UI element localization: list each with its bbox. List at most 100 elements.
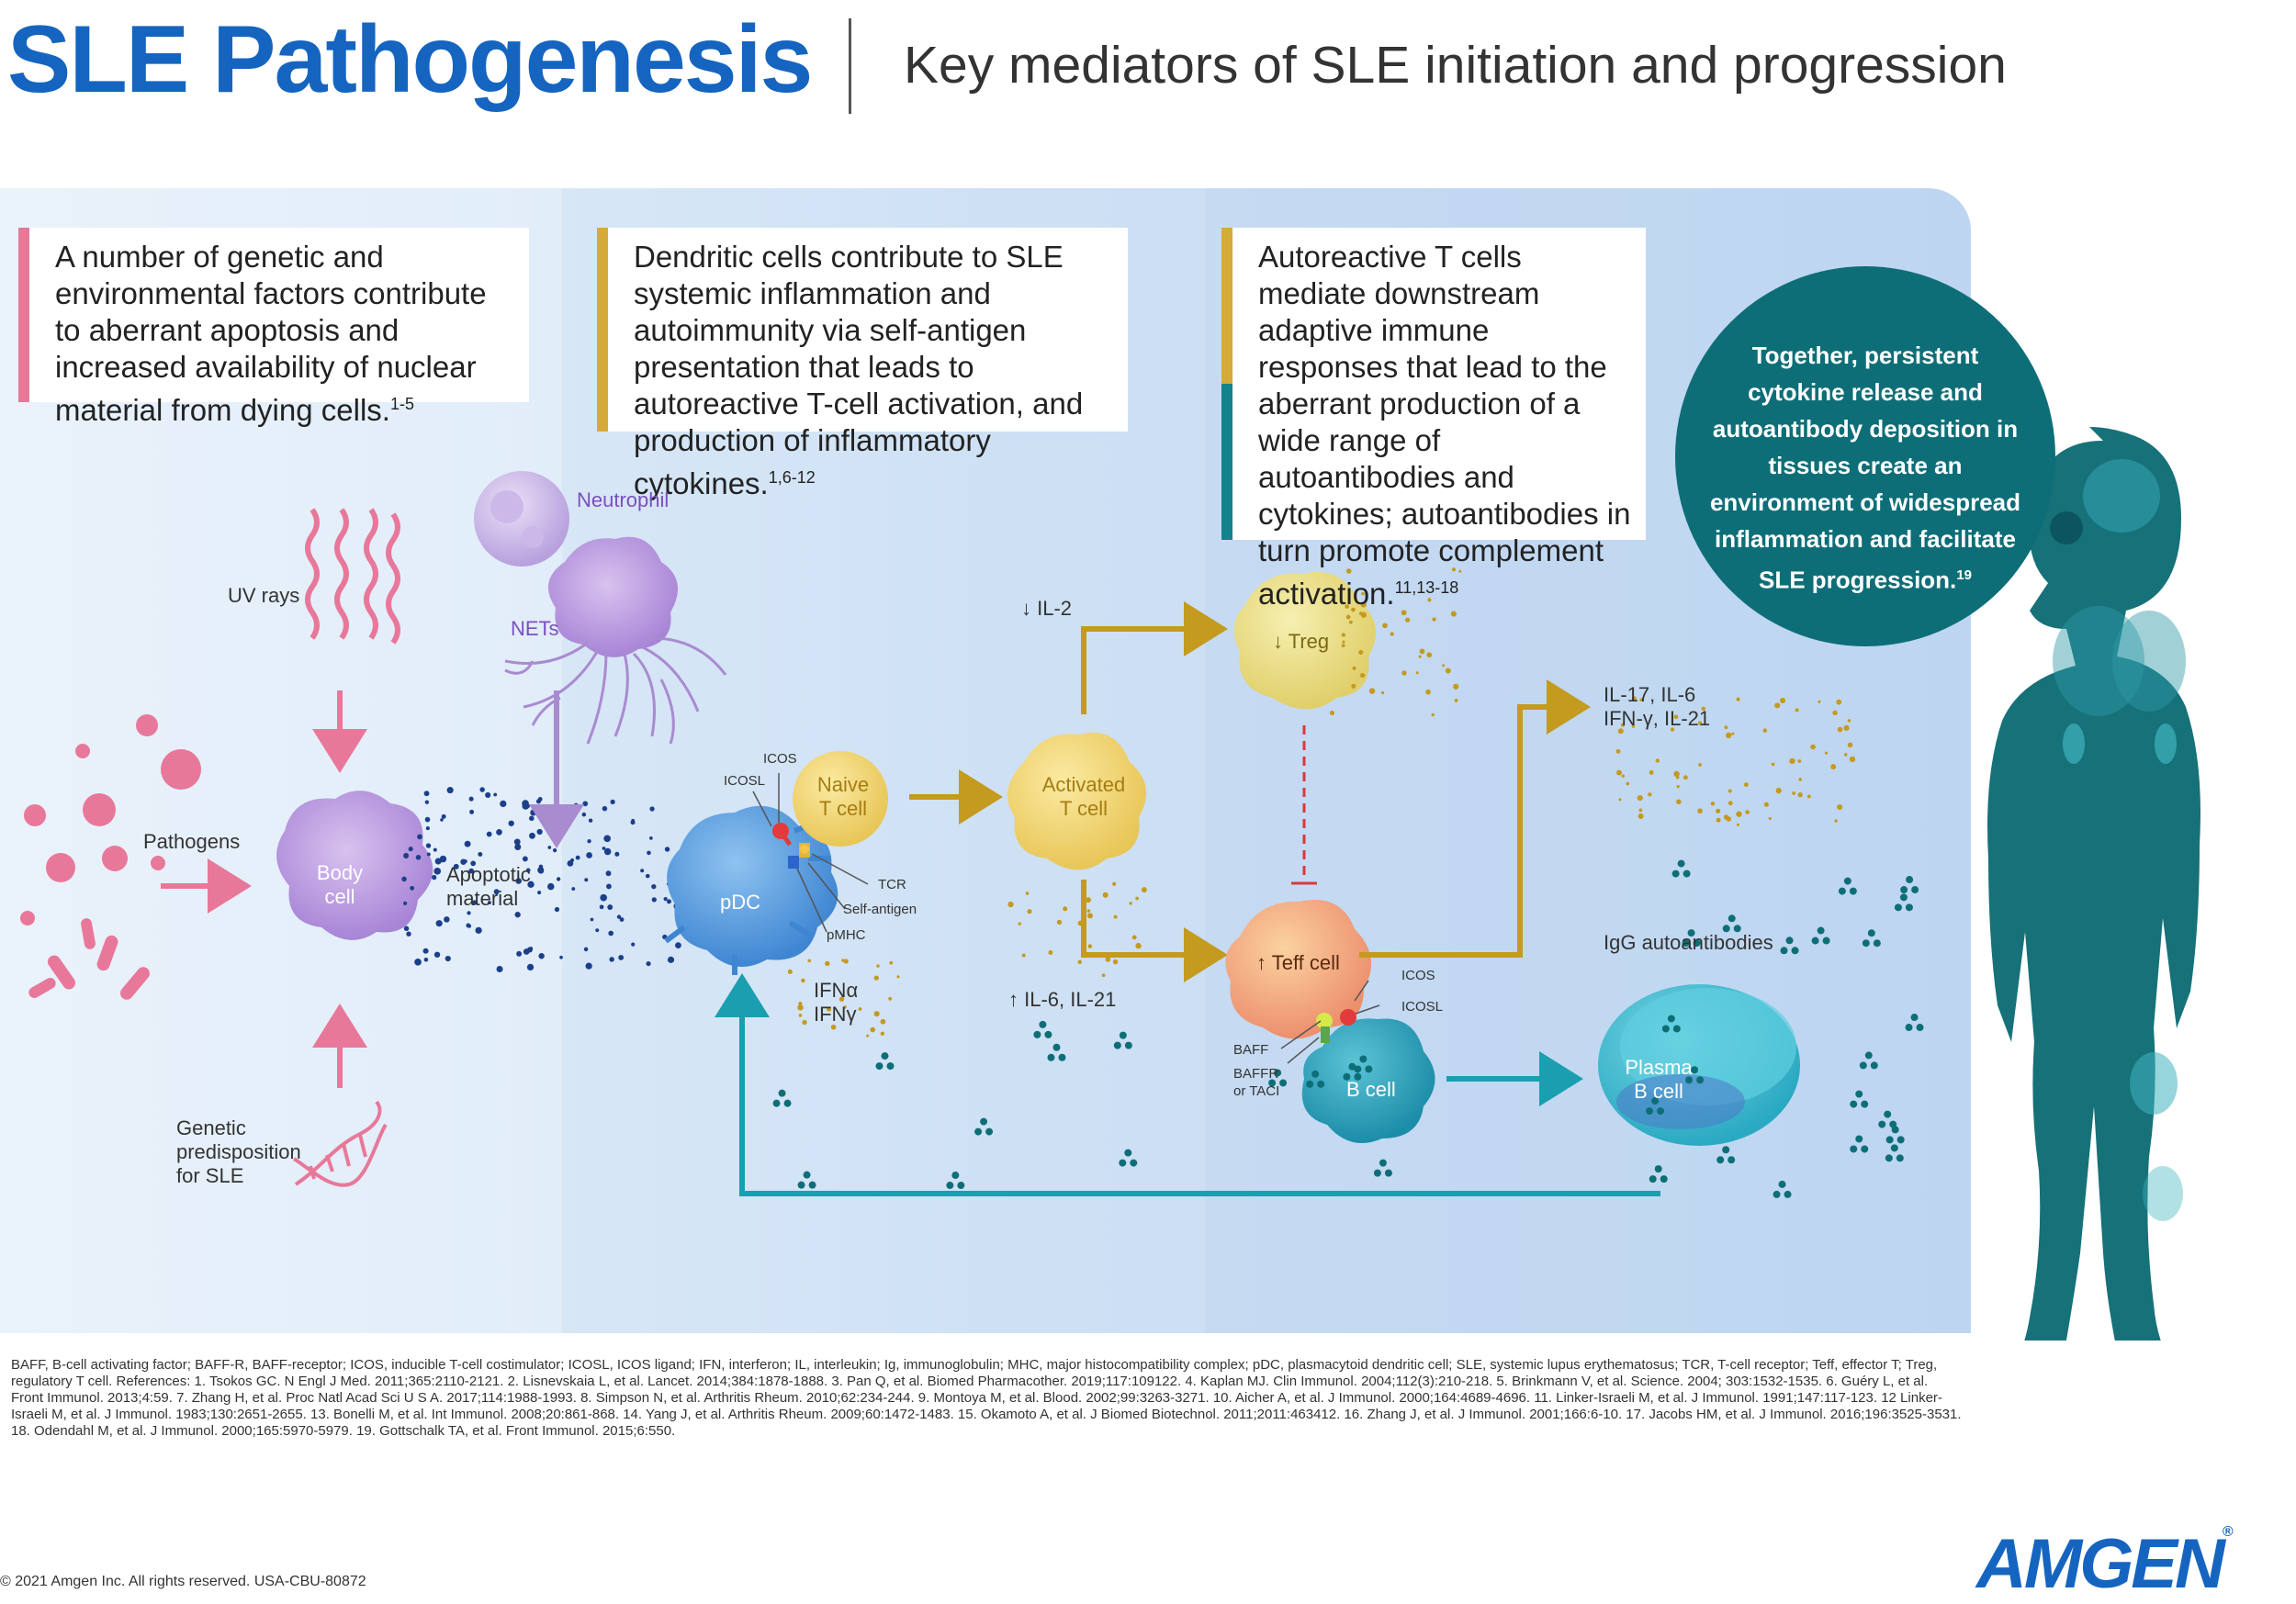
panel-pointer (1971, 643, 2002, 707)
particle-dot (600, 893, 608, 902)
info-box-tcell: Autoreactive T cells mediate downstream … (1221, 228, 1646, 611)
particle-dot (631, 942, 636, 947)
igg-antibody (1119, 1149, 1138, 1167)
particle-dot (588, 818, 593, 823)
particle-dot (1351, 683, 1356, 689)
particle-dot (608, 930, 614, 937)
particle-dot (1419, 648, 1425, 655)
particle-dot (584, 878, 589, 882)
particle-dot (1352, 666, 1356, 670)
particle-dot (1673, 770, 1680, 778)
igg-antibody (797, 1171, 816, 1189)
igg-antibody (1900, 876, 1919, 894)
teff-b-receptors (1280, 980, 1380, 1064)
particle-dot (866, 1034, 870, 1038)
igg-antibody (1671, 859, 1691, 878)
particle-dot (403, 901, 408, 905)
particle-dot (870, 1026, 875, 1033)
igg-antibody (1811, 926, 1830, 945)
particle-dot (1736, 697, 1740, 701)
particle-dot (1843, 753, 1848, 757)
particle-dot (425, 843, 432, 848)
igg-antibody (1773, 1180, 1792, 1198)
particle-dot (801, 978, 805, 983)
particle-dot (802, 1019, 807, 1026)
particle-dot (595, 928, 600, 933)
particle-dot (607, 904, 613, 911)
igg-antibody (1780, 937, 1799, 955)
particle-dot (1360, 601, 1367, 608)
particle-dot (403, 852, 410, 858)
particle-dot (1763, 802, 1769, 807)
particle-dot (403, 925, 410, 932)
particle-dot (830, 1024, 837, 1030)
summary-ref: 19 (1956, 566, 1972, 583)
igg-antibody (1862, 929, 1881, 948)
teff-label: ↑ Teff cell (1256, 951, 1340, 974)
particle-dot (1368, 688, 1376, 694)
icos-label: ICOS (763, 751, 797, 767)
particle-dot (630, 820, 636, 825)
particle-dot (1637, 794, 1643, 802)
particle-dot (1683, 775, 1688, 780)
particle-dot (1843, 724, 1850, 732)
particle-dot (538, 868, 545, 874)
particle-dot (1728, 789, 1732, 793)
particle-dot (529, 815, 535, 822)
particle-dot (1342, 640, 1345, 644)
particle-dot (570, 858, 575, 862)
particle-dot (651, 883, 657, 890)
ifn-alpha-label: IFNα (814, 979, 859, 1002)
pathogen-particles (20, 714, 201, 1000)
human-silhouette-icon (1987, 427, 2200, 1340)
igg-antibody (1033, 1020, 1052, 1038)
title-divider (849, 18, 851, 114)
box3-text: Autoreactive T cells mediate downstream … (1258, 240, 1631, 611)
particle-dot (529, 832, 535, 839)
particle-dot (640, 869, 645, 873)
particle-dot (439, 855, 447, 863)
particle-dot (415, 855, 422, 860)
particle-dot (513, 838, 521, 846)
particle-dot (417, 834, 422, 840)
particle-dot (1112, 959, 1119, 965)
particle-dot (889, 960, 894, 965)
particle-dot (797, 1004, 804, 1011)
icos2-label: ICOS (1401, 968, 1435, 983)
particle-dot (468, 796, 474, 802)
particle-dot (873, 975, 879, 981)
particle-dot (1723, 814, 1729, 820)
particle-dot (1401, 610, 1407, 616)
particle-dot (1618, 798, 1622, 802)
particle-dot (1427, 598, 1432, 602)
particle-dot (1345, 568, 1352, 574)
particle-dot (1453, 683, 1459, 690)
particle-dot (1710, 802, 1716, 806)
plasma-b-cell (1598, 984, 1800, 1146)
particle-dot (1458, 569, 1462, 573)
igg-antibody (1716, 1146, 1736, 1164)
particle-dot (440, 818, 444, 822)
particle-dot (1341, 644, 1345, 648)
particle-dot (1780, 697, 1786, 704)
particle-dot (1771, 762, 1775, 767)
particle-dot (559, 955, 563, 959)
particle-dot (445, 955, 451, 962)
naive-t-cell (793, 751, 888, 847)
particle-dot (590, 917, 594, 922)
particle-dot (1359, 672, 1366, 679)
pdc-label: pDC (720, 891, 761, 914)
particle-dot (1027, 909, 1032, 914)
particle-dot (666, 899, 671, 904)
particle-dot (552, 847, 557, 853)
summary-text: Together, persistent cytokine release an… (1709, 341, 2021, 594)
particle-dot (1380, 690, 1385, 695)
particle-dot (1797, 791, 1803, 798)
particle-dot (1726, 732, 1732, 739)
particle-dot (858, 1007, 862, 1011)
particle-dot (414, 958, 422, 966)
receptor-markers (772, 823, 810, 869)
particle-dot (603, 835, 611, 843)
particle-dot (1454, 699, 1458, 702)
particle-dot (1631, 724, 1636, 728)
